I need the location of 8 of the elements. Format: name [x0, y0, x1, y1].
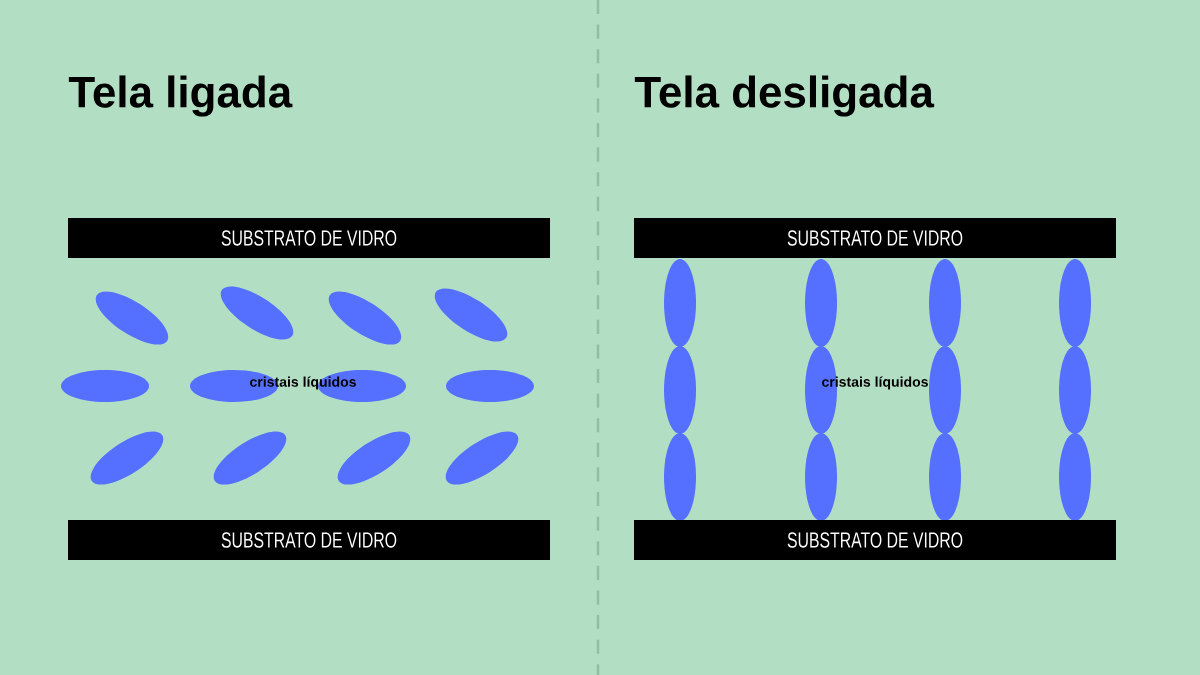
substrate-bar: SUBSTRATO DE VIDRO: [634, 218, 1116, 258]
title: Tela desligada: [634, 75, 935, 117]
region-label: cristais líquidos: [250, 376, 356, 390]
substrate-bar: SUBSTRATO DE VIDRO: [68, 520, 550, 560]
substrate-bar: SUBSTRATO DE VIDRO: [68, 218, 550, 258]
title: Tela ligada: [68, 75, 293, 117]
substrate-bar: SUBSTRATO DE VIDRO: [634, 520, 1116, 560]
region-label: cristais líquidos: [822, 376, 928, 390]
